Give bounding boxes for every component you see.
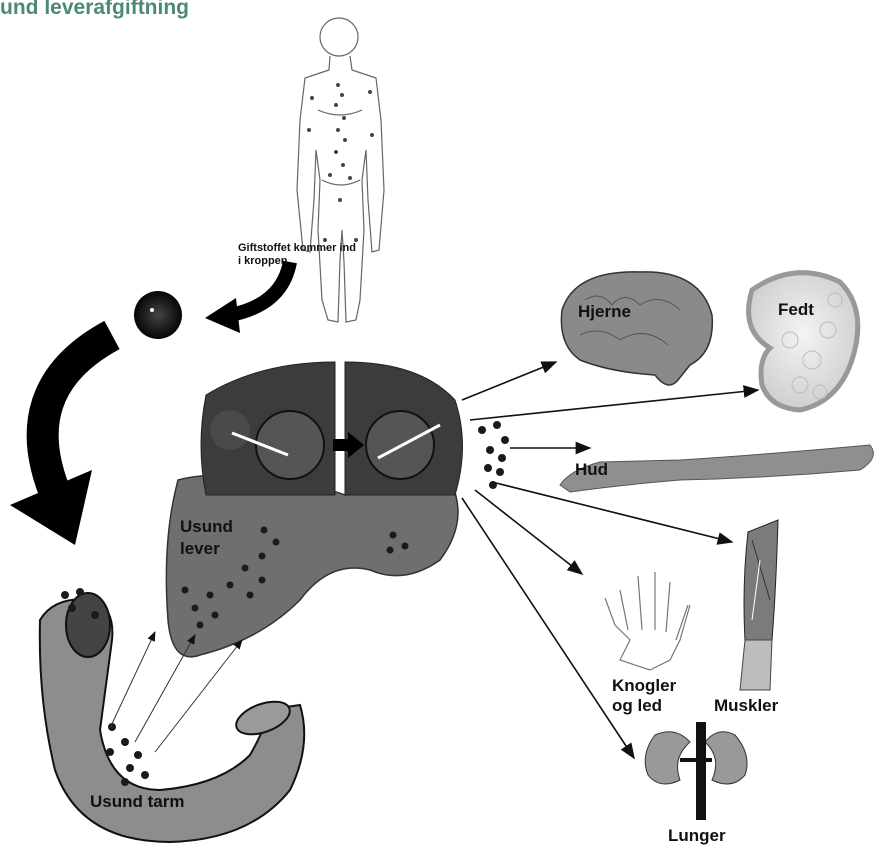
- lungs-label: Lunger: [668, 826, 726, 845]
- page-title: und leverafgiftning: [0, 0, 189, 20]
- skin-label: Hud: [575, 460, 608, 479]
- toxin-label: Giftstoffet kommer ind i kroppen: [238, 242, 356, 268]
- brain-label: Hjerne: [578, 302, 631, 321]
- curved-arrow-small: [230, 262, 290, 315]
- toxin-ball: [134, 291, 182, 339]
- muscles-label: Muskler: [714, 696, 778, 715]
- liver-label-line2: lever: [180, 538, 233, 560]
- toxin-label-line2: i kroppen: [238, 255, 356, 268]
- cell-section-right: [345, 362, 463, 495]
- brain-shape: [561, 272, 712, 385]
- cell-section-left: [201, 362, 335, 495]
- fat-shape: [749, 273, 858, 410]
- intestine-label: Usund tarm: [90, 792, 184, 811]
- exit-dots: [478, 421, 509, 489]
- fat-label: Fedt: [778, 300, 814, 319]
- human-body-figure: [297, 18, 384, 322]
- bones-label: Knogler og led: [612, 676, 676, 716]
- liver-shape: [166, 475, 458, 656]
- curved-arrow-large: [43, 335, 112, 500]
- kidneys-shape: [645, 722, 747, 820]
- bones-label-line2: og led: [612, 696, 676, 716]
- liver-label: Usund lever: [180, 516, 233, 560]
- bones-shape: [605, 572, 690, 670]
- bones-label-line1: Knogler: [612, 676, 676, 696]
- muscle-shape: [740, 520, 778, 690]
- liver-label-line1: Usund: [180, 516, 233, 538]
- toxin-label-line1: Giftstoffet kommer ind: [238, 242, 356, 255]
